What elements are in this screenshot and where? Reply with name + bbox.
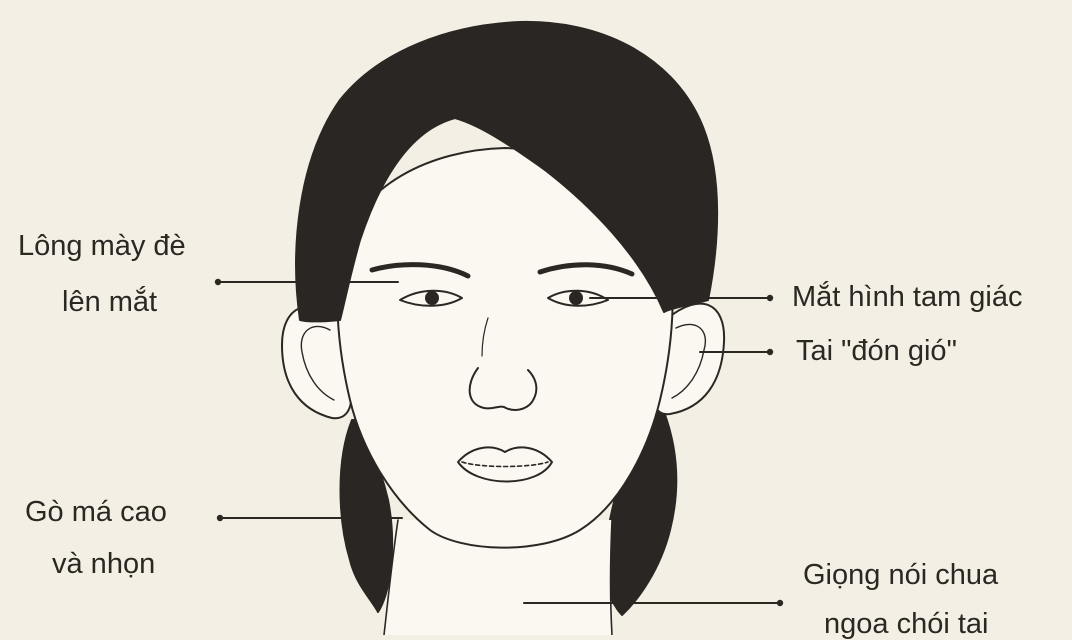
label-cheekbones-line1: Gò má cao [25, 498, 167, 527]
label-cheekbones-line2: và nhọn [52, 550, 155, 579]
label-eyebrows-line2: lên mắt [62, 288, 157, 317]
label-eyes: Mắt hình tam giác [792, 283, 1023, 312]
label-ears: Tai "đón gió" [796, 337, 957, 366]
label-eyebrows-line1: Lông mày đè [18, 232, 186, 261]
label-voice-line1: Giọng nói chua [803, 561, 998, 590]
